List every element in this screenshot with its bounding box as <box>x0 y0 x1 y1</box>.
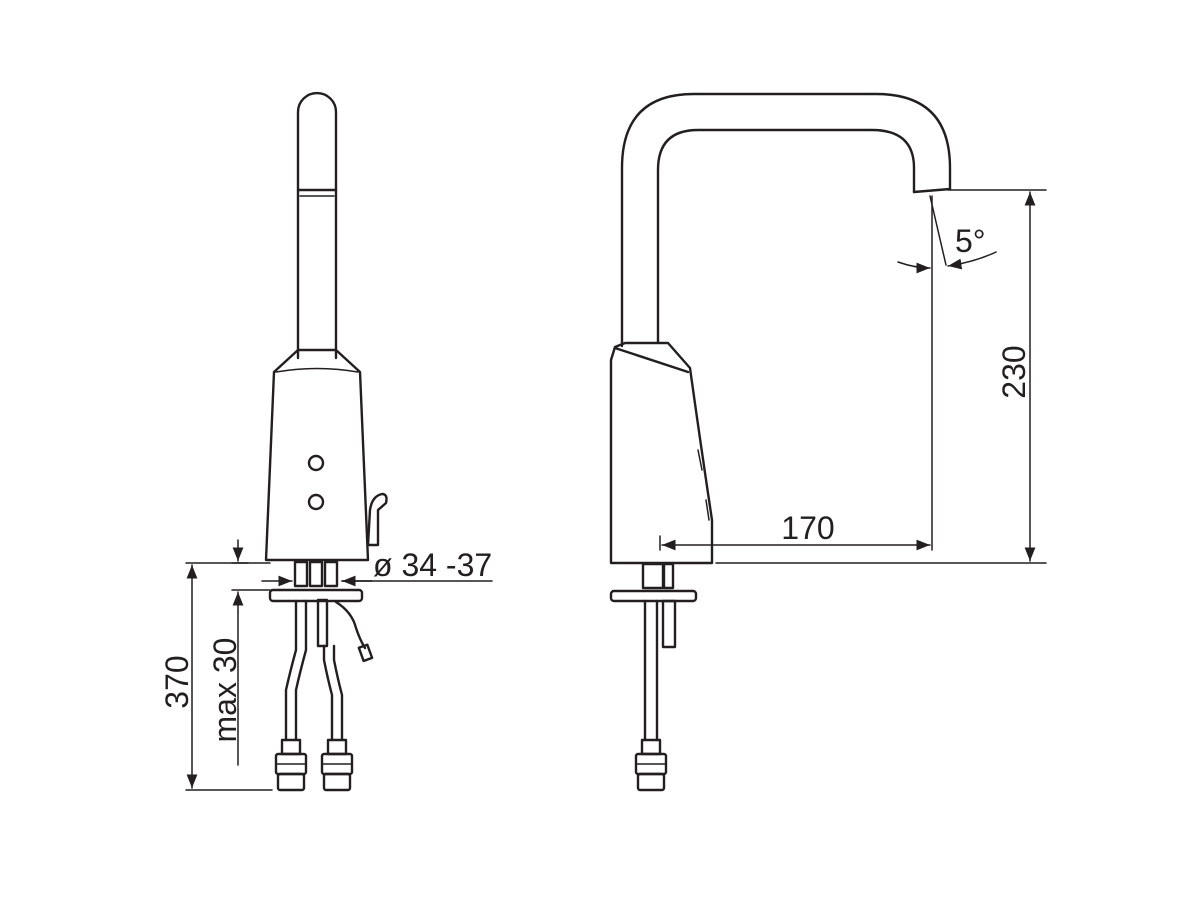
front-spout <box>296 91 338 360</box>
dim-spout-height-label: 230 <box>996 345 1032 398</box>
side-mounting-plate <box>609 589 698 603</box>
dim-max-deck-label: max 30 <box>207 638 243 743</box>
front-side-lever <box>366 492 388 547</box>
dim-diameter-label: ø 34 -37 <box>373 547 492 583</box>
front-fitting-right <box>320 738 354 792</box>
dim-spout-reach-label: 170 <box>781 510 834 546</box>
front-hose-right <box>322 644 334 742</box>
side-fitting <box>634 738 668 792</box>
side-body <box>609 341 714 565</box>
side-view <box>609 92 952 792</box>
front-dimensions: 370 max 30 ø 34 -37 <box>159 539 493 791</box>
sensor-window-upper <box>307 454 325 472</box>
sensor-window-lower <box>307 493 325 511</box>
side-spout <box>620 92 952 348</box>
front-hose-left <box>284 599 298 742</box>
side-dimensions: 230 5° 170 <box>659 189 1047 564</box>
front-body <box>264 348 370 562</box>
dim-total-height-label: 370 <box>159 655 195 708</box>
front-view <box>264 91 388 792</box>
front-fitting-left <box>274 738 308 792</box>
front-mounting-plate <box>268 588 364 603</box>
dim-spout-angle-label: 5° <box>955 223 986 259</box>
